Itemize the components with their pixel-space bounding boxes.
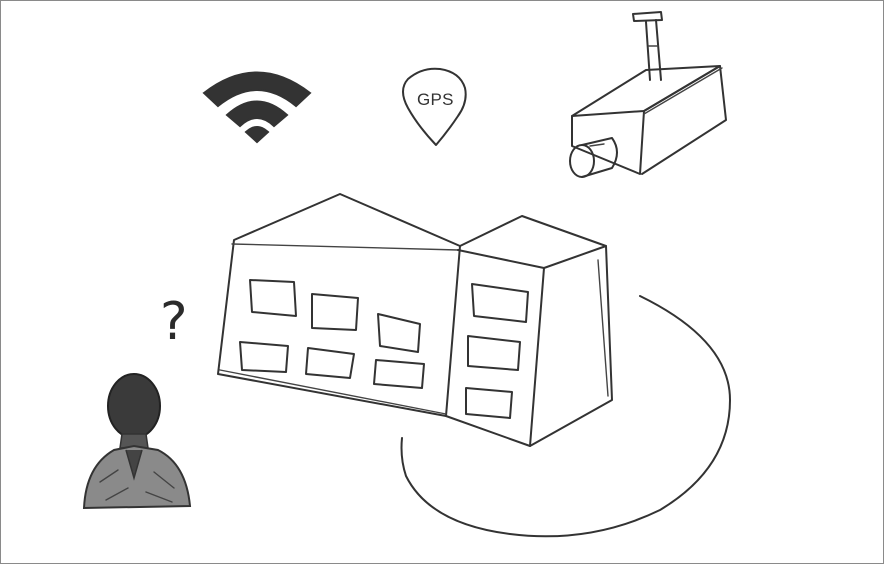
wifi-icon	[200, 60, 315, 145]
coverage-arc	[390, 290, 740, 550]
person-icon	[76, 370, 201, 515]
gps-label: GPS	[417, 90, 454, 109]
gps-pin-icon: GPS	[396, 64, 476, 150]
building-icon	[210, 188, 625, 458]
security-camera-icon	[560, 6, 735, 186]
question-mark: ?	[160, 292, 188, 352]
